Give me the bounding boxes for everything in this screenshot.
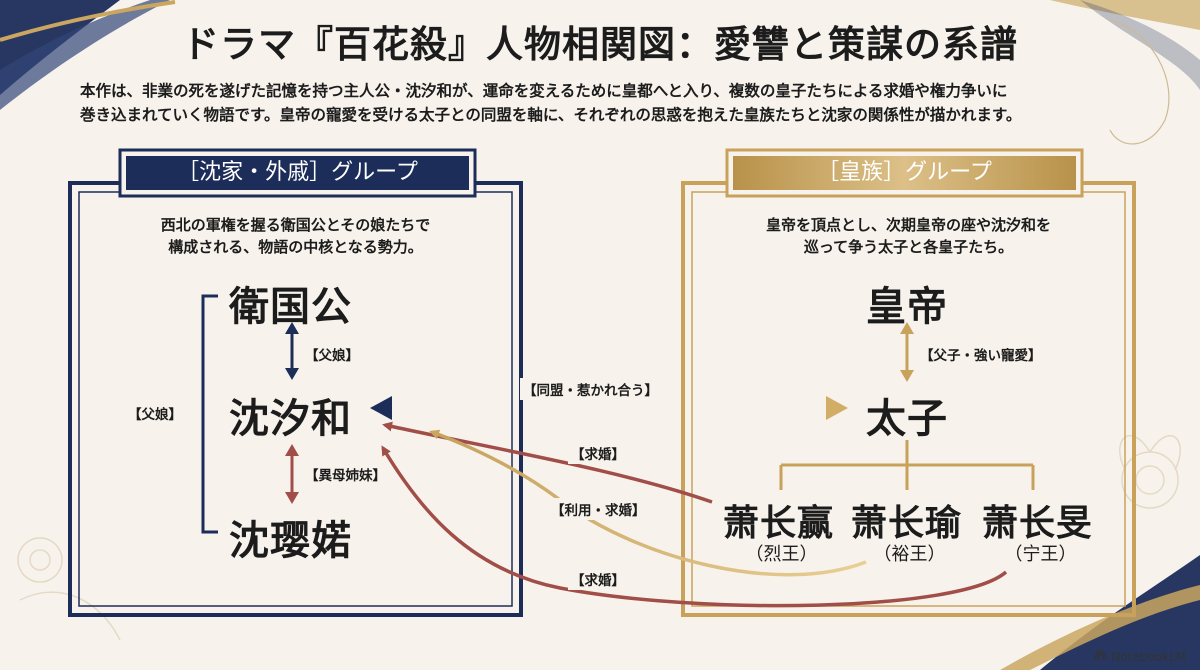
right-group-frame <box>681 148 1136 617</box>
left-group-desc-2: 構成される、物語の中核となる勢力。 <box>168 238 423 256</box>
relation-label-half-sisters: 【異母姉妹】 <box>305 468 386 484</box>
relation-label-father-daughter: 【父娘】 <box>305 348 359 364</box>
corner-brush-top-left <box>0 0 176 110</box>
logo-text: NotebookLM <box>1111 650 1186 664</box>
relation-label-proposal-1: 【求婚】 <box>568 442 628 464</box>
intro-line-1: 本作は、非業の死を遂げた記憶を持つ主人公・沈汐和が、運命を変えるために皇都へと入… <box>80 82 1008 100</box>
arrow-alliance <box>370 396 848 420</box>
node-prince-yu-wang: 萧长瑜 <box>851 502 963 544</box>
princes-tree-lines <box>779 440 1035 490</box>
prince-title-lie-wang: （烈王） <box>745 544 818 565</box>
notebooklm-logo: NotebookLM <box>1094 650 1186 664</box>
relation-label-proposal-2: 【求婚】 <box>568 568 628 590</box>
node-crown-prince: 太子 <box>866 395 948 442</box>
right-group-desc-1: 皇帝を頂点とし、次期皇帝の座や沈汐和を <box>765 216 1051 234</box>
corner-brush-bottom-right <box>1000 555 1200 670</box>
node-wei-guo-gong: 衛国公 <box>229 283 352 330</box>
relation-label-use-proposal: 【利用・求婚】 <box>548 498 649 520</box>
corner-brush-top-right <box>1050 0 1200 145</box>
left-group-desc-1: 西北の軍権を握る衛国公とその娘たちで <box>160 216 431 234</box>
prince-title-yu-wang: （裕王） <box>873 544 946 565</box>
intro-line-2: 巻き込まれていく物語です。皇帝の寵愛を受ける太子との同盟を軸に、それぞれの思惑を… <box>80 106 1022 124</box>
node-shen-ying-ruo: 沈璎婼 <box>229 517 352 564</box>
left-group-title: ［沈家・外戚］グループ <box>177 160 418 185</box>
father-daughter-bracket <box>201 294 218 534</box>
right-group-desc-2: 巡って争う太子と各皇子たち。 <box>803 238 1014 256</box>
page-title: ドラマ『百花殺』人物相関図：愛讐と策謀の系譜 <box>182 22 1018 66</box>
arrow-proposal-ning-wang <box>381 445 1008 608</box>
node-shen-xi-he: 沈汐和 <box>229 395 352 442</box>
node-prince-lie-wang: 萧长赢 <box>723 502 835 544</box>
relation-label-father-son: 【父子・強い寵愛】 <box>920 348 1042 364</box>
node-prince-ning-wang: 萧长旻 <box>982 502 1094 544</box>
relation-label-alliance: 【同盟・惹かれ合う】 <box>520 378 661 400</box>
prince-title-ning-wang: （宁王） <box>1004 544 1077 565</box>
relation-label-bracket: 【父娘】 <box>128 407 182 423</box>
node-emperor: 皇帝 <box>866 283 948 330</box>
right-group-title: ［皇族］グループ <box>817 160 992 185</box>
notebooklm-icon <box>1094 650 1107 664</box>
left-group-frame <box>68 148 523 617</box>
